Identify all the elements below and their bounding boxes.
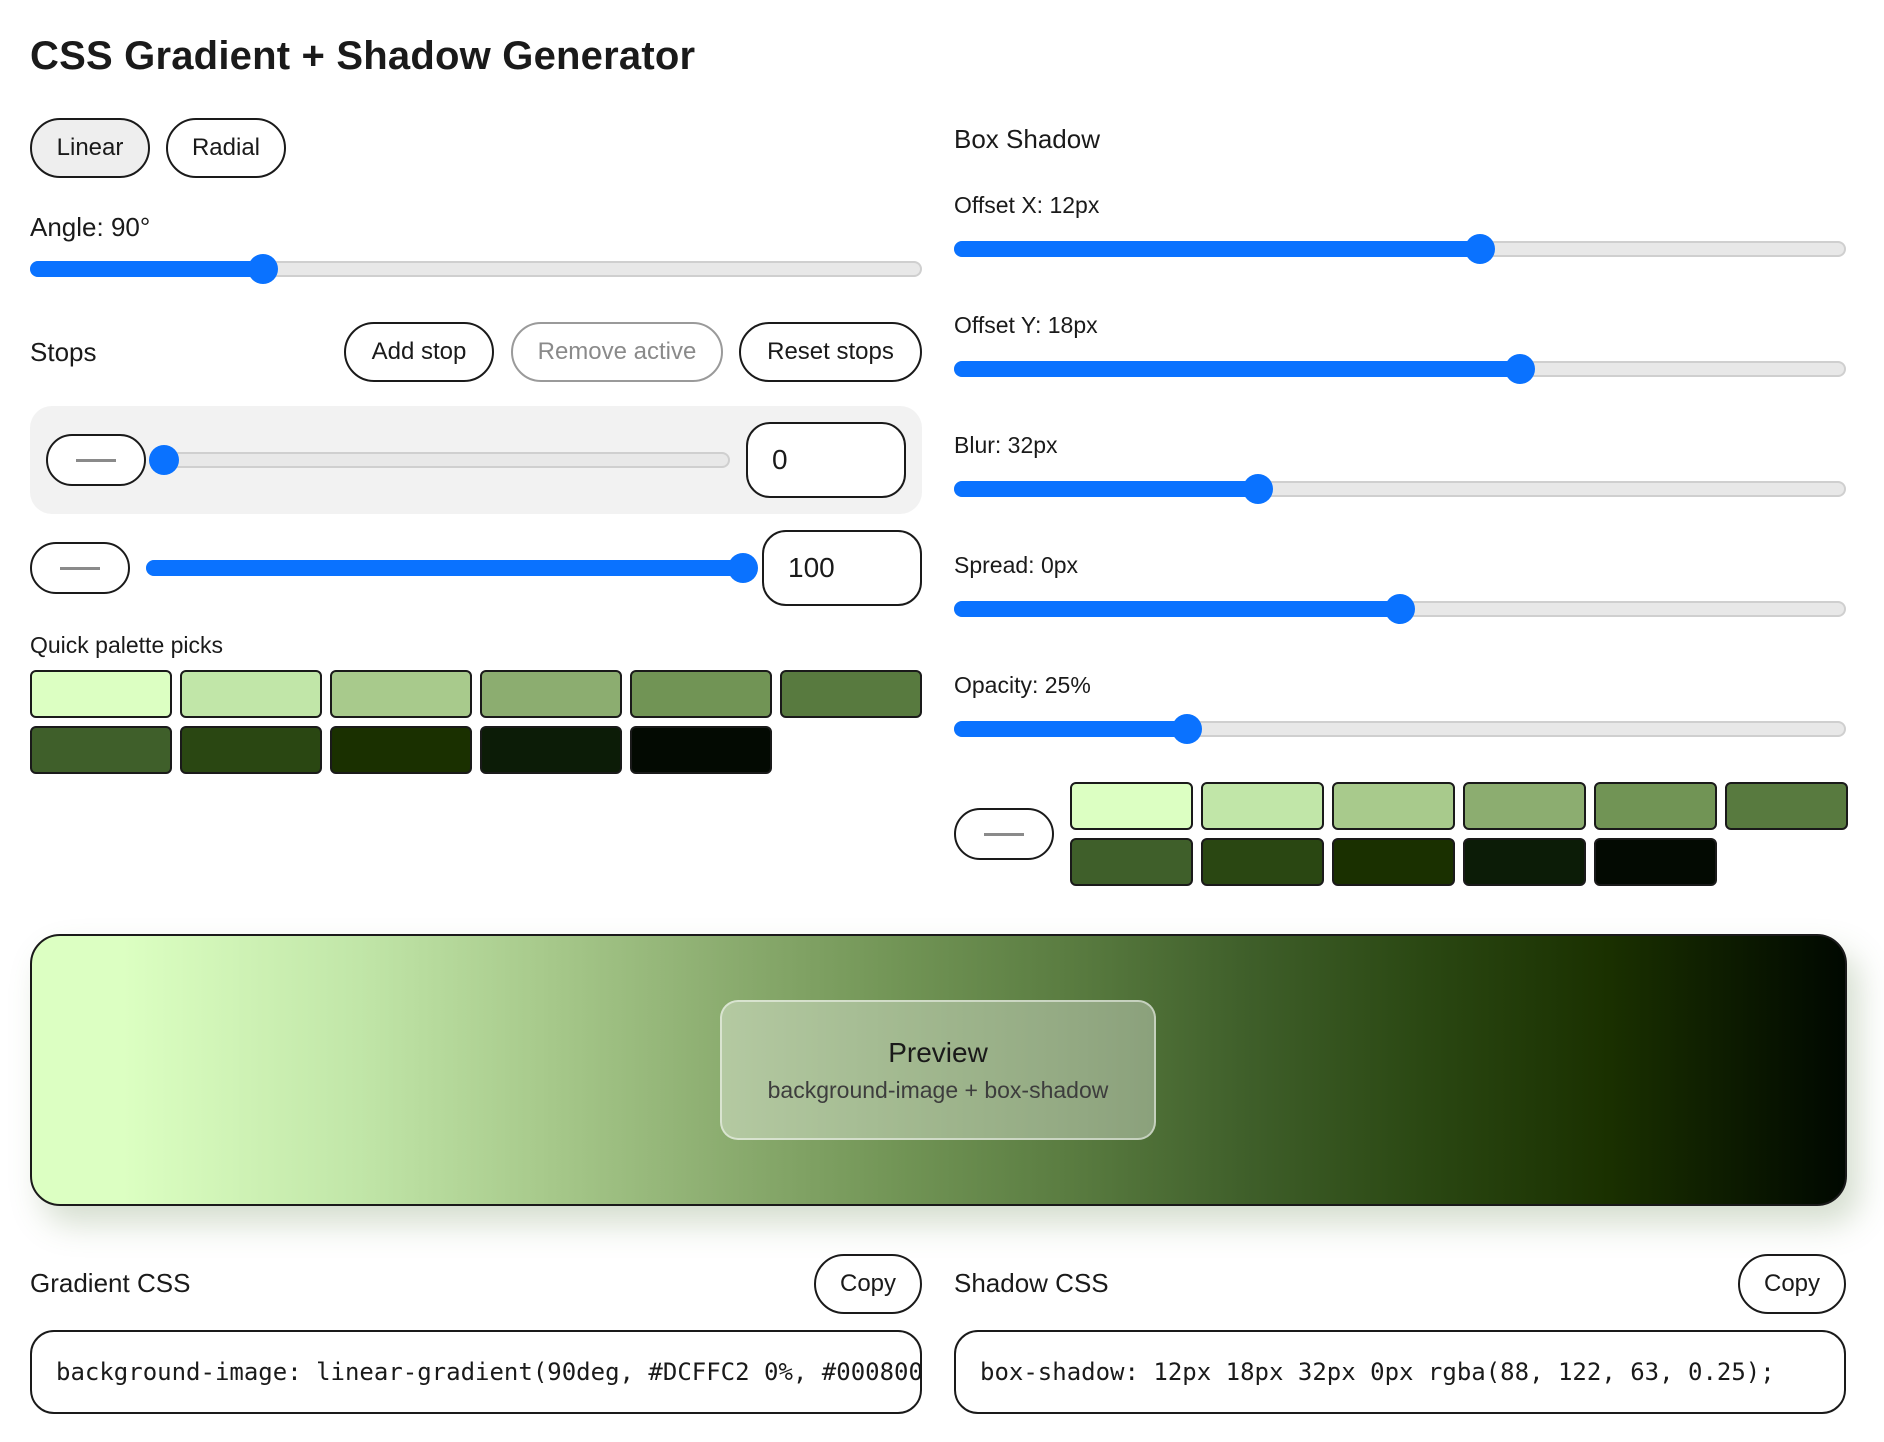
palette-swatch[interactable] [1725,782,1848,830]
preview-card: Preview background-image + box-shadow [720,1000,1156,1140]
palette-swatch[interactable] [1332,782,1455,830]
stop-slider-thumb[interactable] [728,553,758,583]
palette-swatch[interactable] [630,670,772,718]
palette-swatch[interactable] [180,670,322,718]
gradient-css-output[interactable]: background-image: linear-gradient(90deg,… [30,1330,922,1414]
palette-swatch[interactable] [1594,782,1717,830]
palette-swatch[interactable] [180,726,322,774]
preview-subtitle: background-image + box-shadow [767,1076,1109,1103]
palette-swatch[interactable] [1201,782,1324,830]
shadow-slider-label: Blur: 32px [954,432,1058,458]
box-shadow-title: Box Shadow [954,124,1100,154]
shadow-slider[interactable] [954,594,1846,624]
dash-icon [76,458,116,462]
palette-swatch[interactable] [780,670,922,718]
stop-color-button-2[interactable] [30,542,130,594]
shadow-css-title: Shadow CSS [954,1268,1109,1298]
palette-swatch[interactable] [1594,838,1717,886]
shadow-slider-fill [954,241,1482,257]
palette-swatch[interactable] [30,670,172,718]
stop-slider-thumb[interactable] [149,445,179,475]
palette-swatch[interactable] [30,726,172,774]
shadow-slider-thumb[interactable] [1505,354,1535,384]
stop-position-input-2[interactable]: 100 [762,530,922,606]
shadow-slider-fill [954,601,1402,617]
gradient-css-title: Gradient CSS [30,1268,191,1298]
shadow-slider-thumb[interactable] [1465,234,1495,264]
copy-gradient-button[interactable]: Copy [814,1254,922,1314]
shadow-slider-label: Offset Y: 18px [954,312,1098,338]
page-title: CSS Gradient + Shadow Generator [30,34,696,78]
palette-swatch[interactable] [330,670,472,718]
copy-shadow-button[interactable]: Copy [1738,1254,1846,1314]
remove-active-button[interactable]: Remove active [511,322,723,382]
shadow-slider[interactable] [954,474,1846,504]
angle-label: Angle: 90° [30,212,151,242]
palette-swatch[interactable] [480,670,622,718]
shadow-slider-label: Opacity: 25% [954,672,1091,698]
angle-slider-fill [30,261,265,277]
palette-swatch[interactable] [480,726,622,774]
palette-swatch[interactable] [630,726,772,774]
preview-title: Preview [888,1036,988,1068]
add-stop-button[interactable]: Add stop [344,322,494,382]
palette-swatch[interactable] [330,726,472,774]
shadow-slider-thumb[interactable] [1172,714,1202,744]
shadow-slider-fill [954,721,1189,737]
shadow-slider[interactable] [954,234,1846,264]
stop-position-slider-2[interactable] [146,553,758,583]
shadow-slider[interactable] [954,714,1846,744]
stop-position-slider-1[interactable] [149,445,730,475]
palette-swatch[interactable] [1201,838,1324,886]
palette-swatch[interactable] [1070,782,1193,830]
reset-stops-button[interactable]: Reset stops [739,322,922,382]
palette-swatch[interactable] [1463,782,1586,830]
shadow-color-button[interactable] [954,808,1054,860]
gradient-preview [30,934,1847,1206]
stops-title: Stops [30,337,97,367]
shadow-slider-thumb[interactable] [1385,594,1415,624]
dash-icon [60,566,100,570]
palette-swatch[interactable] [1070,838,1193,886]
shadow-slider-fill [954,361,1522,377]
shadow-slider-fill [954,481,1260,497]
stop-position-input-1[interactable]: 0 [746,422,906,498]
shadow-slider[interactable] [954,354,1846,384]
angle-slider-thumb[interactable] [248,254,278,284]
stop-slider-fill [146,560,745,576]
radial-type-button[interactable]: Radial [166,118,286,178]
dash-icon [984,832,1024,836]
shadow-slider-label: Offset X: 12px [954,192,1100,218]
shadow-slider-thumb[interactable] [1243,474,1273,504]
palette-label: Quick palette picks [30,632,224,658]
shadow-slider-label: Spread: 0px [954,552,1079,578]
shadow-css-output[interactable]: box-shadow: 12px 18px 32px 0px rgba(88, … [954,1330,1846,1414]
linear-type-button[interactable]: Linear [30,118,150,178]
palette-swatch[interactable] [1463,838,1586,886]
angle-slider[interactable] [30,254,922,284]
palette-swatch[interactable] [1332,838,1455,886]
stop-color-button-1[interactable] [46,434,146,486]
